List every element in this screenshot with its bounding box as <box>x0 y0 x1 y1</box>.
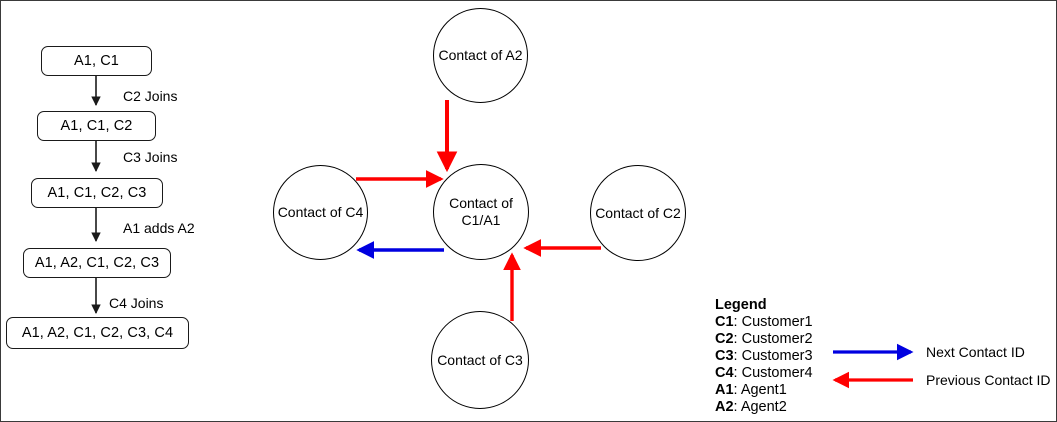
legend-title: Legend <box>715 297 767 313</box>
legend-key-label-next-contact-id: Next Contact ID <box>926 344 1025 360</box>
flow-box-label: A1, A2, C1, C2, C3, C4 <box>21 325 174 341</box>
legend-entry-a2: A2: Agent2 <box>715 399 855 416</box>
legend-entry-a1: A1: Agent1 <box>715 382 855 399</box>
legend-entry-key: A1 <box>715 382 734 398</box>
flow-box-label: A1, C1 <box>74 53 119 69</box>
legend-entry-separator: : <box>733 314 742 330</box>
node-label: Contact of C3 <box>437 351 523 368</box>
node-contact-of-a2: Contact of A2 <box>433 8 528 103</box>
flow-box-state-4: A1, A2, C1, C2, C3 <box>23 248 171 278</box>
node-label: Contact of C2 <box>595 204 681 221</box>
node-label: Contact of C4 <box>277 204 364 221</box>
legend-entry-value: Customer1 <box>741 314 813 330</box>
flow-box-state-1: A1, C1 <box>41 46 152 76</box>
node-contact-of-c3: Contact of C3 <box>431 311 529 409</box>
legend-entry-key: C2 <box>715 331 734 347</box>
legend-entry-value: Customer4 <box>741 365 813 381</box>
legend-entry-separator: : <box>733 331 742 347</box>
flow-transition-label-a1-adds-a2: A1 adds A2 <box>123 220 195 236</box>
flow-box-label: A1, C1, C2 <box>60 118 133 134</box>
legend-entry-separator: : <box>733 365 742 381</box>
node-label-line-2: C1/A1 <box>461 212 501 228</box>
legend-entry-value: Customer2 <box>741 331 813 347</box>
legend-entry-separator: : <box>733 382 741 398</box>
legend-entry-c4: C4: Customer4 <box>715 365 855 382</box>
legend-entry-separator: : <box>733 399 741 415</box>
legend-entry-c2: C2: Customer2 <box>715 331 855 348</box>
legend-entry-key: C1 <box>715 314 734 330</box>
legend-entry-key: A2 <box>715 399 734 415</box>
node-contact-of-c1-a1: Contact of C1/A1 <box>433 164 529 260</box>
node-label: Contact of A2 <box>438 47 523 64</box>
flow-transition-label-c2-joins: C2 Joins <box>123 88 178 104</box>
legend-entry-value: Customer3 <box>741 348 813 364</box>
legend-entry-c3: C3: Customer3 <box>715 348 855 365</box>
flow-transition-label-c3-joins: C3 Joins <box>123 149 178 165</box>
legend-key-label-previous-contact-id: Previous Contact ID <box>926 372 1051 388</box>
flow-box-label: A1, C1, C2, C3 <box>47 185 147 201</box>
flow-transition-label-c4-joins: C4 Joins <box>109 295 164 311</box>
flow-box-label: A1, A2, C1, C2, C3 <box>34 255 160 271</box>
legend-entry-c1: C1: Customer1 <box>715 314 855 331</box>
legend-entry-key: C3 <box>715 348 734 364</box>
legend-entry-value: Agent2 <box>740 399 787 415</box>
node-contact-of-c4: Contact of C4 <box>273 165 368 260</box>
legend-entry-value: Agent1 <box>740 382 787 398</box>
legend-entry-key: C4 <box>715 365 734 381</box>
legend-entry-separator: : <box>733 348 742 364</box>
flow-box-state-3: A1, C1, C2, C3 <box>31 178 163 208</box>
flow-box-state-2: A1, C1, C2 <box>37 111 156 141</box>
node-label-line-1: Contact of <box>449 195 513 212</box>
node-label-wrapper: Contact of C1/A1 <box>449 195 513 228</box>
legend: Legend C1: Customer1 C2: Customer2 C3: C… <box>715 297 855 416</box>
flow-box-state-5: A1, A2, C1, C2, C3, C4 <box>6 317 189 349</box>
node-contact-of-c2: Contact of C2 <box>590 165 686 261</box>
